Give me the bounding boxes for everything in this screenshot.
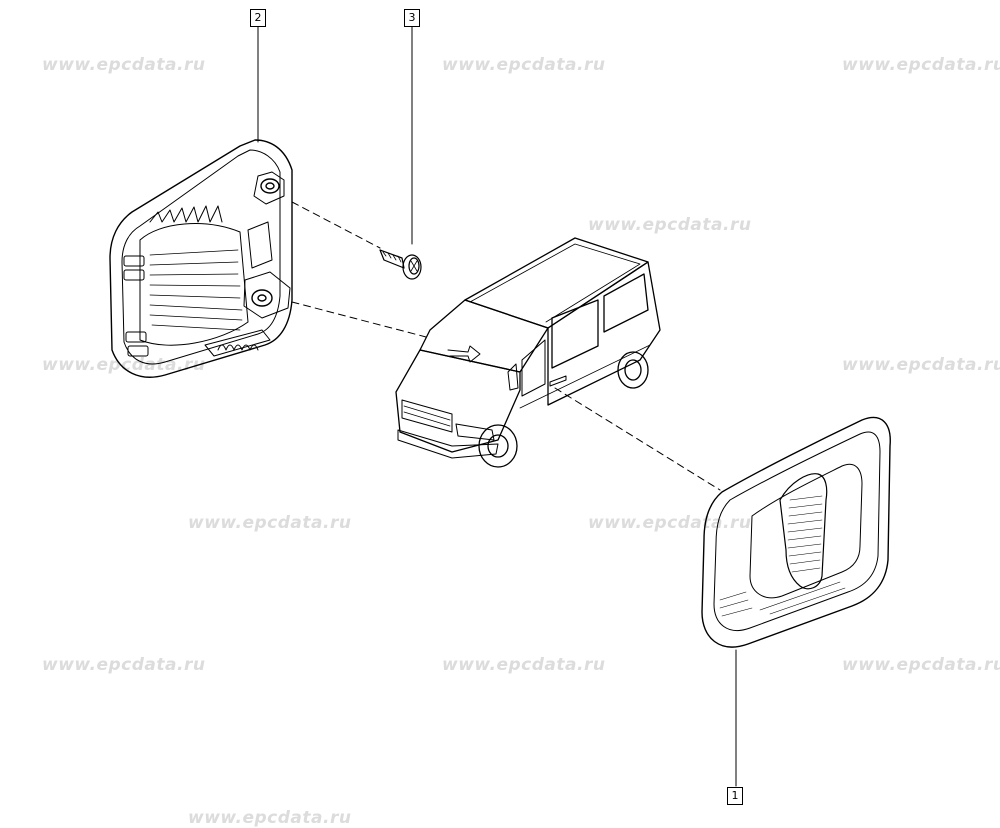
outer-door-handle xyxy=(701,416,891,648)
rear-wheel xyxy=(617,351,649,389)
assembly-line-inner-handle xyxy=(291,301,431,339)
van-illustration xyxy=(395,237,661,468)
assembly-line-screw xyxy=(291,201,381,249)
screw xyxy=(379,249,422,280)
assembly-line-outer-handle xyxy=(554,387,721,491)
callout-3: 3 xyxy=(404,9,420,27)
inner-handle-housing xyxy=(109,139,293,378)
front-wheel xyxy=(478,424,518,468)
callout-1: 1 xyxy=(727,787,743,805)
callout-2: 2 xyxy=(250,9,266,27)
